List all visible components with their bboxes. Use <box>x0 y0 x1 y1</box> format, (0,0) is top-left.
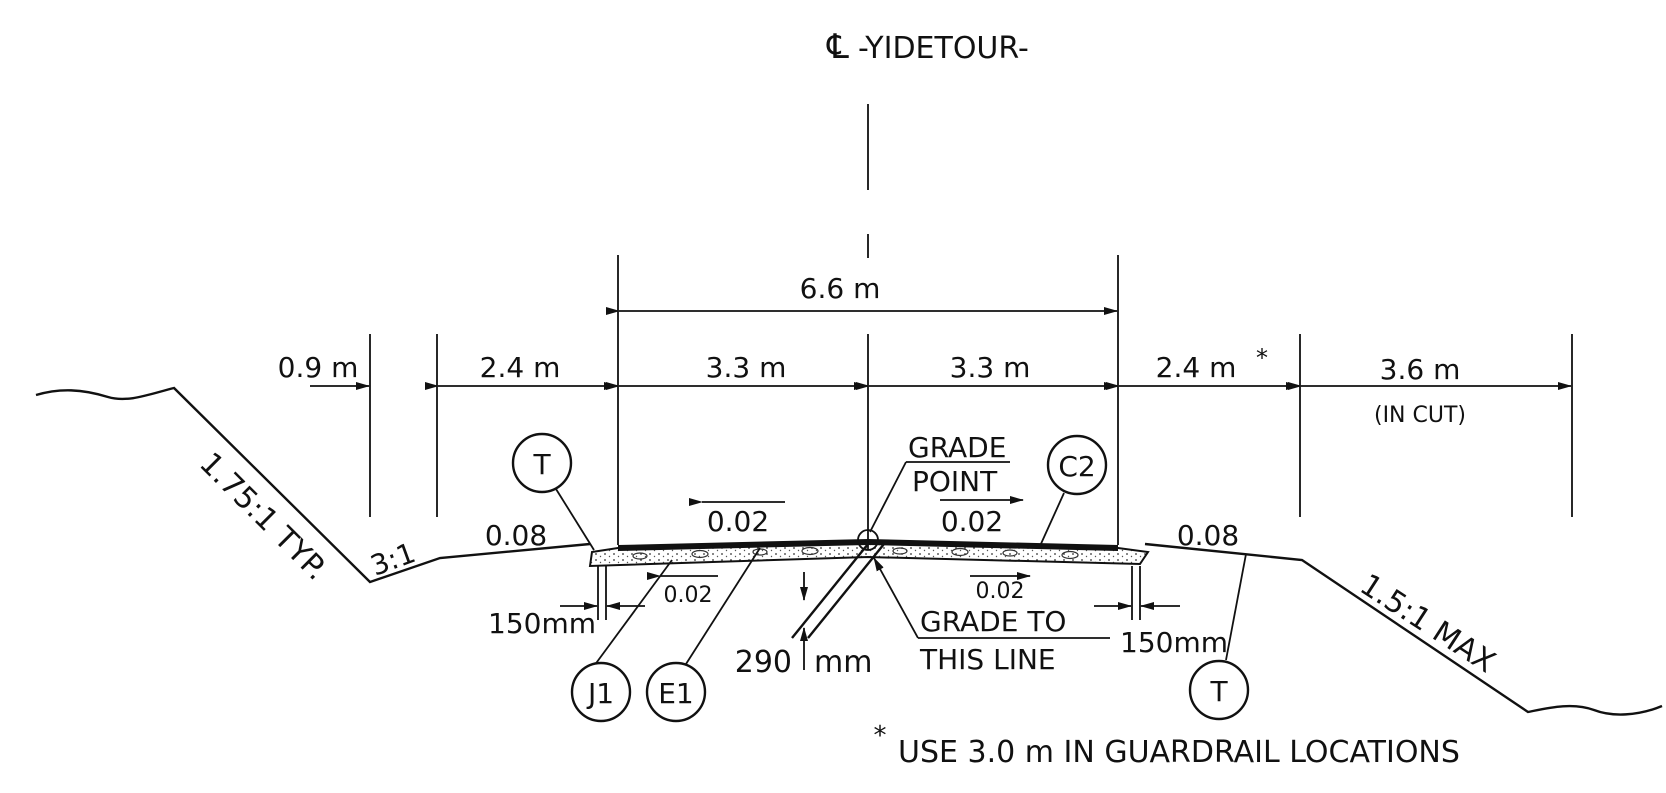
bubble-t-left <box>511 432 573 494</box>
grade-point-text-2: POINT <box>912 465 998 498</box>
bubble-e1-label: E1 <box>658 677 694 710</box>
dim-left-slope-label: 0.9 m <box>278 351 359 384</box>
grade-point-leader <box>869 461 907 533</box>
dim-right-shoulder-mark: * <box>1256 344 1268 372</box>
grade-line-leader <box>873 557 919 639</box>
bubble-t-right-label: T <box>1209 675 1228 708</box>
centerline: ℄ -YIDETOUR- <box>826 27 1029 550</box>
slope-right-fill: 1.5:1 MAX <box>1354 567 1502 680</box>
slope-subgrade-left: 0.02 <box>664 583 713 608</box>
bubble-t-left-label: T <box>532 448 551 481</box>
slope-subgrade-right: 0.02 <box>976 579 1025 604</box>
bubble-t-right <box>1188 659 1250 721</box>
grade-line-text-2: THIS LINE <box>919 643 1056 676</box>
dim-right-lane-label: 3.3 m <box>950 351 1031 384</box>
dim-right-ditch-note: (IN CUT) <box>1374 403 1466 428</box>
grade-line-text-1: GRADE TO <box>920 605 1066 638</box>
offset-right-label: 150mm <box>1120 626 1228 659</box>
pavement-structure <box>588 529 1150 568</box>
offset-right <box>1094 566 1180 620</box>
slope-left-ditch: 3:1 <box>366 536 420 582</box>
offset-left-label: 150mm <box>488 607 596 640</box>
footnote-mark: * <box>874 721 887 751</box>
ground-profile-left <box>35 386 591 584</box>
dim-right-ditch-label: 3.6 m <box>1380 353 1461 386</box>
dim-left-shoulder-label: 2.4 m <box>480 351 561 384</box>
leader-j1 <box>593 559 673 667</box>
footnote-text: USE 3.0 m IN GUARDRAIL LOCATIONS <box>898 735 1460 770</box>
grade-point-marker <box>857 529 879 551</box>
centerline-symbol: ℄ <box>826 27 849 67</box>
bubble-j1 <box>570 661 632 723</box>
extension-lines <box>369 255 1573 545</box>
bubble-c2-label: C2 <box>1058 450 1095 483</box>
leader-e1 <box>685 547 761 665</box>
slope-left-lane: 0.02 <box>707 505 769 538</box>
slope-left-fill: 1.75:1 TYP. <box>192 446 334 588</box>
depth-value: 290 <box>735 645 792 680</box>
slope-left-shoulder: 0.08 <box>485 519 547 552</box>
centerline-label: -YIDETOUR- <box>858 31 1029 66</box>
depth-dimension <box>791 543 885 670</box>
dim-left-lane-label: 3.3 m <box>706 351 787 384</box>
slope-right-shoulder: 0.08 <box>1177 519 1239 552</box>
leader-t-left <box>555 488 595 551</box>
depth-unit: mm <box>814 645 872 680</box>
bubble-e1 <box>645 661 707 723</box>
leader-t-right <box>1225 553 1247 661</box>
leader-c2 <box>1039 492 1065 547</box>
ground-profile-right <box>1144 542 1663 716</box>
grade-point-text-1: GRADE <box>908 431 1006 464</box>
dim-total-label: 6.6 m <box>800 272 881 305</box>
bubble-c2 <box>1046 434 1108 496</box>
dimension-lines <box>310 307 1572 390</box>
dim-right-shoulder-label: 2.4 m <box>1156 351 1237 384</box>
slope-right-lane: 0.02 <box>941 505 1003 538</box>
bubble-j1-label: J1 <box>586 677 614 710</box>
